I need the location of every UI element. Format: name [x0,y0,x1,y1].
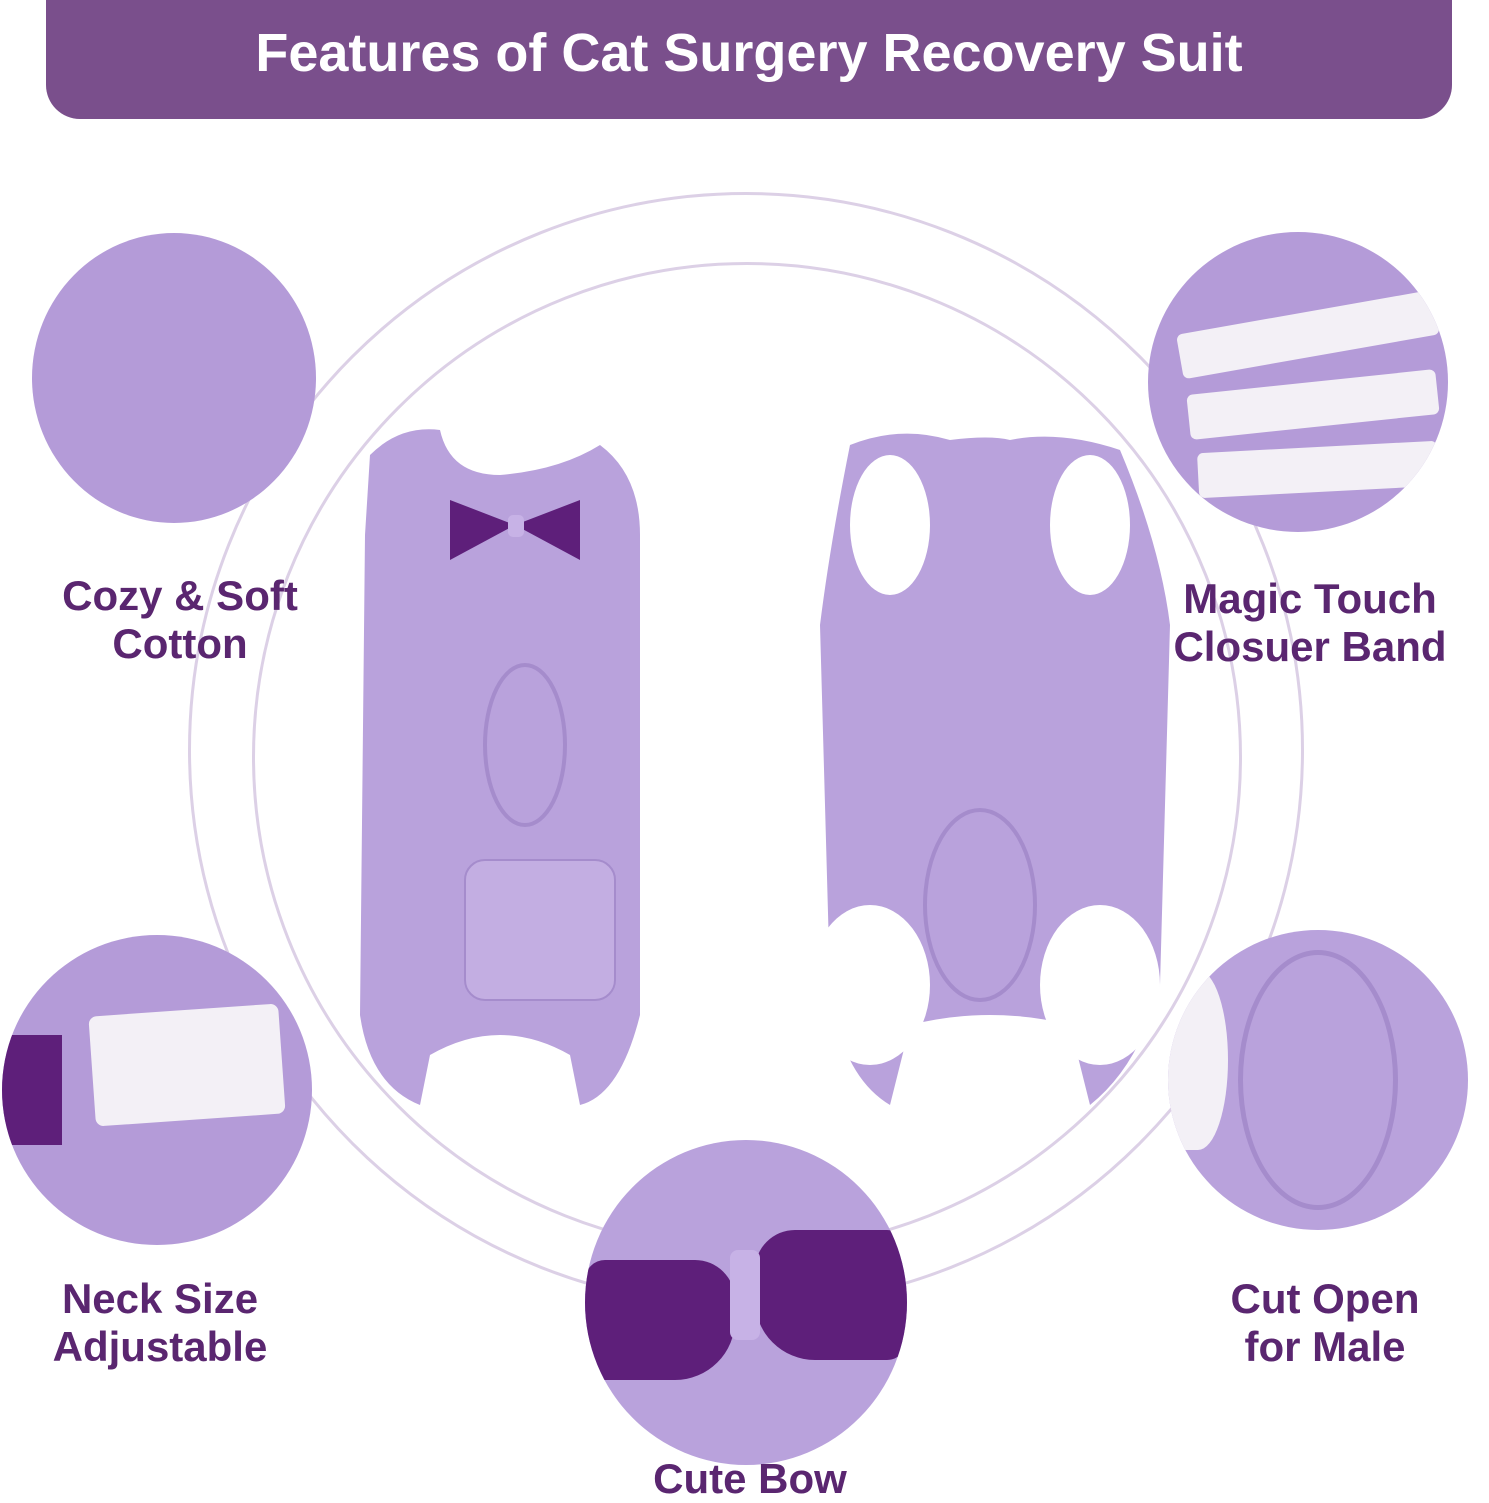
fabric-texture-image [32,233,316,523]
feature-label-cute-bow: Cute Bow [653,1455,847,1502]
title-banner: Features of Cat Surgery Recovery Suit [46,0,1452,119]
bow-image [585,1140,907,1465]
feature-label-cut-open: Cut Open for Male [1230,1275,1420,1370]
page-title: Features of Cat Surgery Recovery Suit [255,22,1243,83]
cut-open-image [1168,930,1468,1230]
feature-label-cozy: Cozy & Soft Cotton [62,572,298,667]
velcro-band-image [1148,232,1448,532]
suit-front-image [360,429,640,1105]
feature-label-magic-touch: Magic Touch Closuer Band [1173,575,1447,670]
feature-label-neck-size: Neck Size Adjustable [52,1275,268,1370]
suit-back-image [810,433,1170,1106]
neck-velcro-image [2,935,312,1245]
